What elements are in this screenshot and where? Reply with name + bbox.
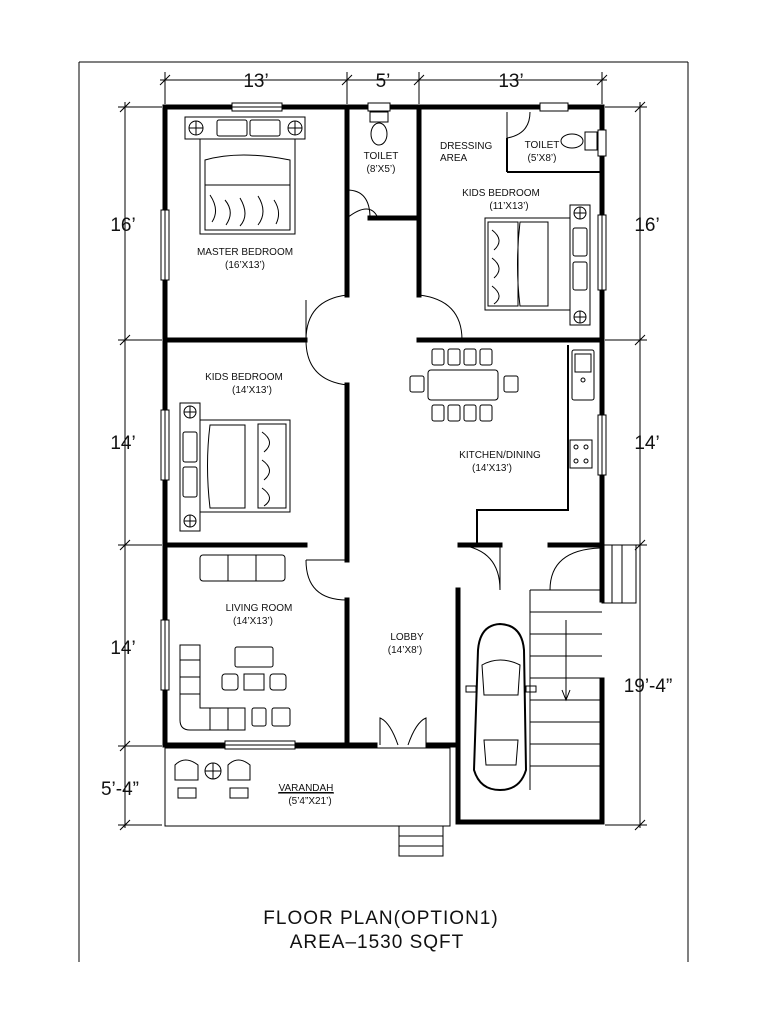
dim-left-1: 16’ <box>110 215 135 236</box>
lobby-label: LOBBY <box>390 632 424 643</box>
dim-right-2: 14’ <box>634 433 659 454</box>
kitchen-dining-label: KITCHEN/DINING <box>459 450 541 461</box>
dressing-area-label-1: DRESSING <box>440 141 492 152</box>
dim-left-3: 14’ <box>110 638 135 659</box>
kids-bedroom-2-label: KIDS BEDROOM <box>205 372 283 383</box>
kids-bedroom-2-size: (14’X13’) <box>232 385 272 396</box>
car-porch-ramp <box>529 589 602 790</box>
kitchen-dining-size: (14’X13’) <box>472 463 512 474</box>
dim-right-1: 16’ <box>634 215 659 236</box>
dim-left-4: 5’-4” <box>101 779 139 800</box>
kitchen-fixtures <box>569 349 595 469</box>
kids-bedroom-1-size: (11’X13’) <box>489 201 528 212</box>
toilet-1-wc <box>369 111 389 146</box>
toilet-1-size: (8’X5’) <box>367 164 396 175</box>
windows <box>160 102 607 750</box>
dim-top-left: 13’ <box>243 71 268 92</box>
dim-left-2: 14’ <box>110 433 135 454</box>
car-icon <box>465 622 537 792</box>
toilet-2-size: (5’X8’) <box>528 153 557 164</box>
varandah-chairs <box>174 759 251 799</box>
plan-title: FLOOR PLAN(OPTION1) <box>263 908 498 929</box>
dim-top-middle: 5’ <box>376 71 391 92</box>
plan-area: AREA–1530 SQFT <box>290 932 465 953</box>
toilet-1-label: TOILET <box>364 151 399 162</box>
side-steps <box>601 544 637 604</box>
dimension-lines <box>118 72 647 831</box>
toilet-2-label: TOILET <box>525 140 560 151</box>
dim-right-3: 19’-4” <box>624 676 673 697</box>
kids-bed-2 <box>179 402 291 532</box>
dining-table <box>409 348 519 422</box>
living-room-label: LIVING ROOM <box>226 603 293 614</box>
varandah-steps <box>398 825 444 857</box>
varandah-size: (5’4”X21’) <box>288 796 331 807</box>
living-room-sofa-set <box>179 554 291 731</box>
living-room-size: (14’X13’) <box>233 616 273 627</box>
master-bedroom-label: MASTER BEDROOM <box>197 247 293 258</box>
master-bed <box>184 116 306 235</box>
master-bedroom-size: (16’X13’) <box>225 260 265 271</box>
dressing-area-label-2: AREA <box>440 153 468 164</box>
kids-bedroom-1-label: KIDS BEDROOM <box>462 188 540 199</box>
doors <box>305 111 601 746</box>
lobby-size: (14’X8’) <box>388 645 422 656</box>
dim-top-right: 13’ <box>498 71 523 92</box>
toilet-2-wc <box>560 131 598 151</box>
varandah-outline <box>164 745 451 827</box>
sheet-border <box>78 61 689 962</box>
kids-bed-1 <box>484 204 591 326</box>
varandah-label: VARANDAH <box>279 783 334 794</box>
